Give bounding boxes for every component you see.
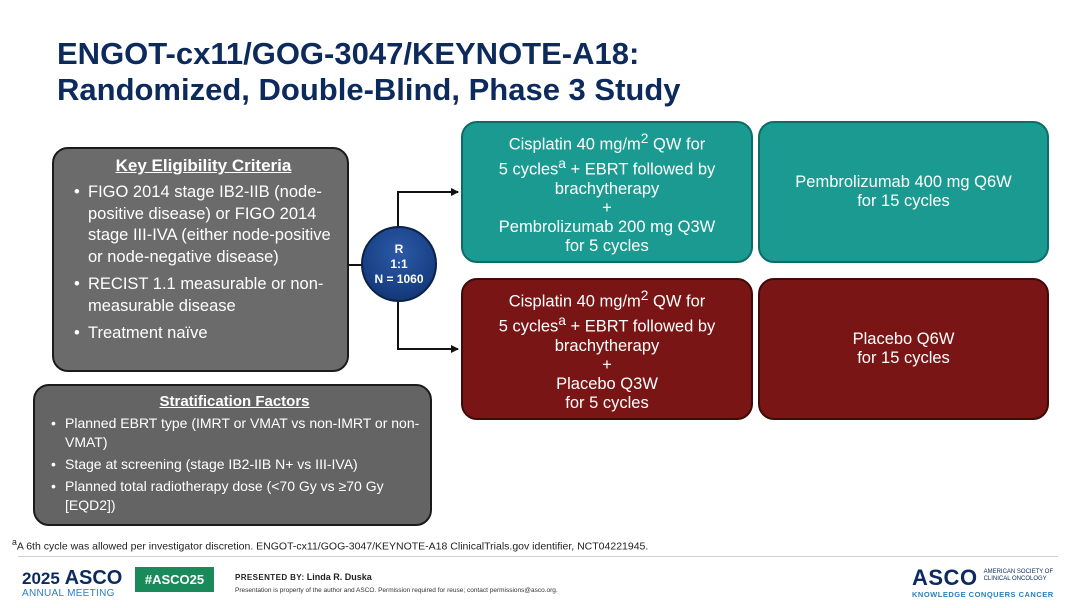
connector-r-to-pembro-arm [397, 188, 459, 227]
arm-plus: + [602, 198, 612, 217]
placebo-induction-arm: Cisplatin 40 mg/m2 QW for 5 cyclesa + EB… [461, 278, 753, 420]
asco-tagline: KNOWLEDGE CONQUERS CANCER [912, 590, 1054, 599]
meeting-label: ANNUAL MEETING [22, 588, 115, 599]
arm-line: brachytherapy [554, 336, 660, 355]
arm-line: for 15 cycles [857, 349, 950, 367]
arm-line: for 5 cycles [565, 393, 649, 412]
eligibility-item: RECIST 1.1 measurable or non-measurable … [72, 274, 335, 317]
stratification-list: Planned EBRT type (IMRT or VMAT vs non-I… [49, 414, 420, 515]
eligibility-list: FIGO 2014 stage IB2-IIB (node-positive d… [72, 182, 335, 345]
arm-line: brachytherapy [554, 179, 660, 198]
arm-plus: + [602, 355, 612, 374]
meeting-asco: ASCO [64, 567, 123, 589]
eligibility-heading: Key Eligibility Criteria [115, 156, 292, 175]
rand-label: R [394, 241, 404, 256]
rand-ratio: 1:1 [390, 256, 408, 271]
hashtag-badge: #ASCO25 [135, 567, 214, 592]
eligibility-item: FIGO 2014 stage IB2-IIB (node-positive d… [72, 182, 335, 268]
copyright-notice: Presentation is property of the author a… [235, 587, 558, 594]
stratification-item: Planned EBRT type (IMRT or VMAT vs non-I… [49, 414, 420, 452]
stratification-item: Stage at screening (stage IB2-IIB N+ vs … [49, 455, 420, 474]
pembrolizumab-induction-arm: Cisplatin 40 mg/m2 QW for 5 cyclesa + EB… [461, 121, 753, 263]
arm-line: for 15 cycles [857, 192, 950, 210]
rand-n: N = 1060 [374, 271, 424, 286]
asco-logo: ASCO American Society ofClinical Oncolog… [912, 565, 1054, 599]
title-line-1: ENGOT-cx11/GOG-3047/KEYNOTE-A18: [57, 36, 640, 71]
eligibility-criteria-box: Key Eligibility Criteria FIGO 2014 stage… [52, 147, 349, 372]
presenter-credit: PRESENTED BY: Linda R. Duska [235, 572, 372, 582]
slide-title: ENGOT-cx11/GOG-3047/KEYNOTE-A18: Randomi… [57, 36, 1017, 108]
connector-r-to-placebo-arm [397, 302, 459, 353]
arm-line: Cisplatin 40 mg/m2 QW for [508, 287, 706, 311]
presented-by-label: PRESENTED BY: [235, 573, 305, 582]
randomization-circle: R 1:1 N = 1060 [361, 226, 437, 302]
arm-line: Cisplatin 40 mg/m2 QW for [508, 130, 706, 154]
title-line-2: Randomized, Double-Blind, Phase 3 Study [57, 72, 681, 107]
stratification-item: Planned total radiotherapy dose (<70 Gy … [49, 477, 420, 515]
stratification-factors-box: Stratification Factors Planned EBRT type… [33, 384, 432, 526]
stratification-heading: Stratification Factors [159, 393, 310, 410]
arm-line: Pembrolizumab 400 mg Q6W [795, 173, 1012, 191]
footer-divider [18, 556, 1058, 557]
placebo-maintenance-arm: Placebo Q6W for 15 cycles [758, 278, 1049, 420]
annual-meeting-logo: 2025 ASCO ANNUAL MEETING [22, 567, 122, 599]
arm-line: 5 cyclesa + EBRT followed by [498, 313, 716, 336]
arm-line: Pembrolizumab 200 mg Q3W [498, 217, 716, 236]
arm-line: Placebo Q3W [556, 374, 658, 393]
arm-line: for 5 cycles [565, 236, 649, 255]
presenter-name: Linda R. Duska [306, 572, 372, 582]
asco-society-name: American Society ofClinical Oncology [983, 569, 1054, 582]
arm-line: 5 cyclesa + EBRT followed by [498, 156, 716, 179]
asco-wordmark: ASCO [912, 565, 978, 590]
arm-line: Placebo Q6W [852, 330, 955, 348]
eligibility-item: Treatment naïve [72, 323, 335, 345]
pembrolizumab-maintenance-arm: Pembrolizumab 400 mg Q6W for 15 cycles [758, 121, 1049, 263]
meeting-year: 2025 [22, 569, 60, 588]
footnote: aA 6th cycle was allowed per investigato… [12, 537, 649, 553]
